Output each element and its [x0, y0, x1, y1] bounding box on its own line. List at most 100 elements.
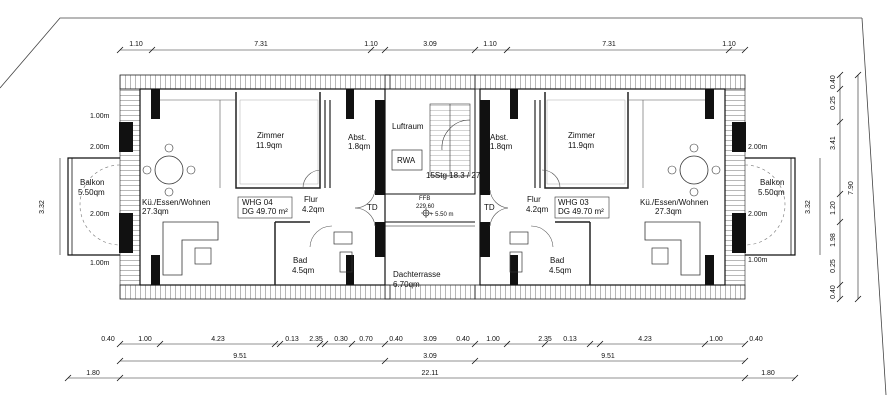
wall-block [151, 255, 160, 285]
top-dim: 7.31 [602, 41, 616, 48]
room-name-flur-right: Flur [527, 195, 541, 204]
dimension-tick [471, 46, 479, 54]
bottom-dim: 0.40 [101, 336, 115, 343]
room-name-zimmer-left: Zimmer [257, 131, 284, 140]
bottom-dim: 22.11 [422, 370, 439, 377]
left-unit [67, 74, 391, 300]
balkon-dim-left: 3.32 [39, 200, 46, 214]
luftraum-label: Luftraum [392, 122, 424, 131]
height-mark: 1.00m [748, 257, 768, 264]
wall-block [119, 213, 133, 253]
site-outline [0, 17, 887, 396]
bottom-dim: 1.00 [709, 336, 723, 343]
dimension-tick [836, 295, 844, 303]
right-dim: 0.25 [830, 259, 837, 273]
room-area-flur-right: 4.2qm [526, 205, 549, 214]
dimension-lines [59, 49, 859, 379]
balkon-dim-right: 3.32 [805, 200, 812, 214]
dimension-tick [836, 118, 844, 126]
dimension-tick [116, 357, 124, 365]
stair-core [384, 74, 476, 300]
dimension-tick [701, 340, 709, 348]
room-area-balkon-right: 5.50qm [758, 188, 785, 197]
whg-04-area: DG 49.70 m² [242, 207, 288, 216]
room-name-balkon-left: Balkon [80, 178, 104, 187]
dimension-tick [471, 340, 479, 348]
room-name-kue-right: Kü./Essen/Wohnen [640, 198, 708, 207]
right-dim: 3.41 [830, 136, 837, 150]
bottom-dim: 1.00 [138, 336, 152, 343]
wall-block [151, 89, 160, 119]
whg-04-label: WHG 04 [242, 198, 273, 207]
dining-table-left [154, 155, 184, 185]
bottom-dim: 0.30 [334, 336, 348, 343]
room-area-zimmer-left: 11.9qm [256, 141, 282, 150]
dimension-tick [381, 46, 389, 54]
wall-block [119, 122, 133, 152]
dimension-tick [741, 357, 749, 365]
room-name-abst-right: Abst. [490, 133, 508, 142]
ffb-label: FFB [419, 196, 430, 202]
td-right: TD [484, 203, 495, 212]
room-area-kue-right: 27.3qm [655, 207, 682, 216]
bottom-dim: 0.70 [359, 336, 373, 343]
room-name-flur-left: Flur [304, 195, 318, 204]
whg-03-area: DG 49.70 m² [558, 207, 604, 216]
bottom-dim: 2.35 [538, 336, 552, 343]
bottom-dim: 2.35 [309, 336, 323, 343]
room-area-flur-left: 4.2qm [302, 205, 325, 214]
room-name-bad-right: Bad [550, 256, 564, 265]
left-gable-top [119, 88, 141, 286]
right-dim: 1.98 [830, 233, 837, 247]
top-dim: 1.10 [483, 41, 497, 48]
top-dim: 1.10 [722, 41, 736, 48]
right-unit [474, 74, 796, 300]
right-dim-total: 7.90 [848, 181, 855, 195]
ffb-level: + 5.50 m [430, 212, 454, 218]
dimension-tick [541, 340, 549, 348]
bottom-dim: 0.13 [285, 336, 299, 343]
dimension-tick [596, 340, 604, 348]
room-area-zimmer-right: 11.9qm [568, 141, 594, 150]
dimension-tick [836, 85, 844, 93]
dimension-tick [116, 374, 124, 382]
room-area-balkon-left: 5.50qm [78, 188, 105, 197]
dimension-tick [741, 46, 749, 54]
height-mark: 2.00m [748, 211, 768, 218]
dimension-tick [791, 374, 799, 382]
dimension-tick [316, 340, 324, 348]
dimension-tick [836, 71, 844, 79]
dimension-ticks [64, 46, 862, 382]
dimension-tick [367, 46, 375, 54]
dimension-tick [116, 46, 124, 54]
bottom-dim: 0.40 [749, 336, 763, 343]
dimension-tick [503, 46, 511, 54]
td-left: TD [367, 203, 378, 212]
right-dim: 0.40 [830, 75, 837, 89]
room-name-bad-left: Bad [293, 256, 307, 265]
dimension-tick [503, 340, 511, 348]
rwa-box [391, 149, 423, 171]
dimension-tick [725, 46, 733, 54]
balkon-left-outline [67, 157, 120, 256]
right-dim: 0.40 [830, 285, 837, 299]
dimension-tick [321, 340, 329, 348]
room-name-balkon-right: Balkon [760, 178, 784, 187]
dimension-tick [586, 340, 594, 348]
room-area-dachterrasse: 6.70qm [393, 280, 420, 289]
dimension-tick [854, 71, 862, 79]
bottom-dim: 0.13 [563, 336, 577, 343]
wall-block [346, 89, 354, 119]
height-mark: 2.00m [90, 144, 110, 151]
dimension-tick [271, 340, 279, 348]
room-area-abst-left: 1.8qm [348, 142, 371, 151]
dimension-tick [836, 218, 844, 226]
left-roof-top [119, 74, 391, 90]
right-dim: 1.20 [830, 201, 837, 215]
room-name-kue-left: Kü./Essen/Wohnen [142, 198, 210, 207]
top-dim: 1.10 [364, 41, 378, 48]
height-mark: 1.00m [90, 260, 110, 267]
whg-03-label: WHG 03 [558, 198, 589, 207]
room-name-zimmer-right: Zimmer [568, 131, 595, 140]
